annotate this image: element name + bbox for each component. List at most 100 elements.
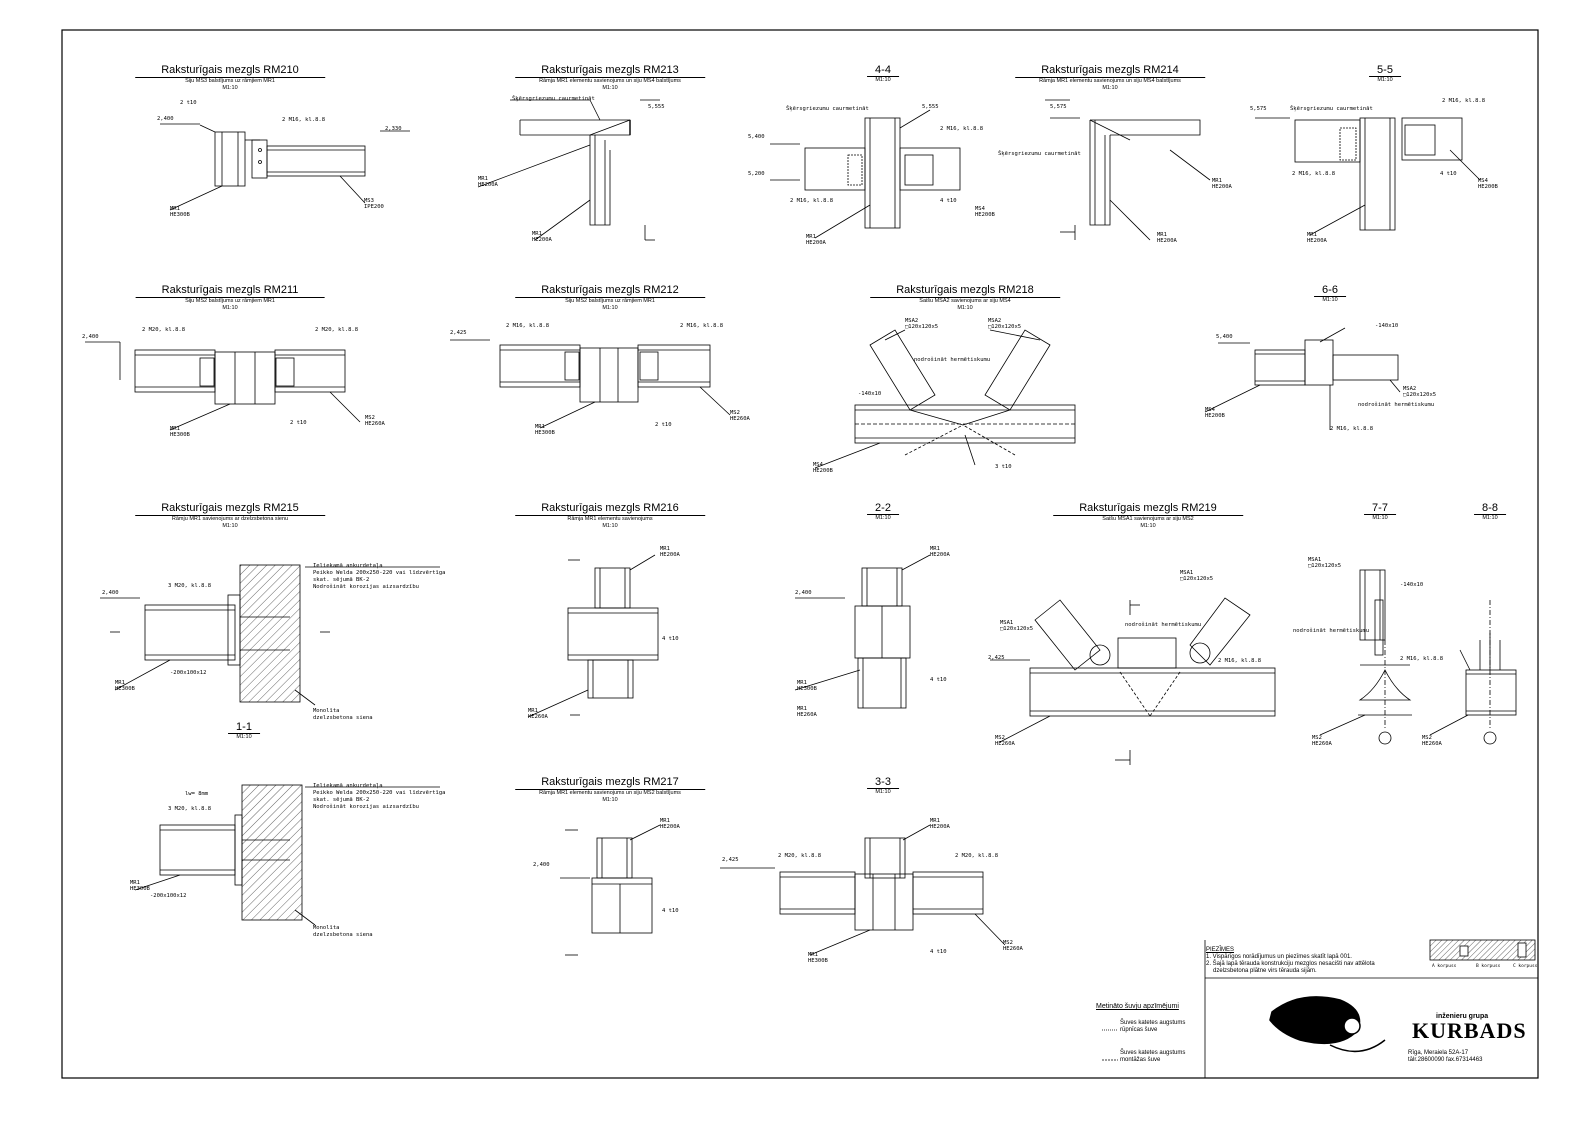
- weld-label: 2 t10: [290, 420, 307, 426]
- elev-label: 2,425: [988, 655, 1005, 661]
- elev-label: 2,400: [533, 862, 550, 868]
- note-label: Šķērsgriezumu caurmetināt: [998, 151, 1081, 157]
- member-label: MS2 HE260A: [1422, 735, 1442, 747]
- elev-label: 2,400: [795, 590, 812, 596]
- plate-label: -140x10: [1375, 323, 1399, 329]
- note-3: dzelzsbetona plātne virs tērauda sijām.: [1213, 968, 1317, 974]
- weld-label: 3 t10: [995, 464, 1012, 470]
- bolt-label: 2 M16, kl.8.8: [940, 126, 984, 132]
- phone-line: tālr.28600090 fax.67314463: [1408, 1057, 1483, 1063]
- elev-label: 5,575: [1050, 104, 1067, 110]
- weld-label: 4 t10: [1440, 171, 1457, 177]
- elev-label: 2,400: [157, 116, 174, 122]
- bolt-label: 3 M20, kl.8.8: [168, 583, 212, 589]
- legend-line-2a: Šuves katetes augstums: [1120, 1050, 1186, 1056]
- elev-label: 5,400: [748, 134, 765, 140]
- detail-section-6-6: [1204, 327, 1401, 430]
- bolt-label: 2 M20, kl.8.8: [142, 327, 186, 333]
- member-label: MR1 HE200A: [1307, 232, 1327, 244]
- member-label: MR1 HE300B: [170, 426, 190, 438]
- member-label: MSA1 □120x120x5: [1308, 557, 1342, 569]
- member-label: MR1 HE200A: [1157, 232, 1177, 244]
- company-name: KURBADS: [1412, 1018, 1527, 1043]
- weld-label: 2 t10: [655, 422, 672, 428]
- anchor-label: Ieliekamā ankurdetaļa: [313, 563, 383, 569]
- plate-label: -200x100x12: [150, 893, 187, 899]
- company-logo-mark: [1269, 996, 1386, 1053]
- member-label: MR1 HE200A: [532, 231, 552, 243]
- wall-label: Monolīta: [313, 708, 340, 714]
- member-label: MR1 HE300B: [170, 206, 190, 218]
- note-1: 1. Vispārīgos norādījumus un piezīmes sk…: [1206, 954, 1352, 960]
- member-label: MR1 HE200A: [1212, 178, 1232, 190]
- detail-rm219: [990, 597, 1276, 765]
- legend-title: Metināto šuvju apzīmējumi: [1096, 1003, 1179, 1010]
- member-label: MR1 HE200A: [478, 176, 498, 188]
- plate-label: -140x10: [1400, 582, 1424, 588]
- bolt-label: 2 M20, kl.8.8: [955, 853, 999, 859]
- member-label: MR1 HE260A: [528, 708, 548, 720]
- weld-label: 4 t10: [662, 908, 679, 914]
- bolt-label: 2 M20, kl.8.8: [778, 853, 822, 859]
- keyplan-label-a: A korpuss: [1432, 964, 1457, 969]
- detail-rm215: [100, 564, 440, 706]
- weld-label: 4 t10: [662, 636, 679, 642]
- wall-label: dzelzsbetona siena: [313, 715, 373, 721]
- plate-label: -200x100x12: [170, 670, 207, 676]
- member-label: MR1 HE300B: [130, 880, 150, 892]
- member-label: MR1 HE300B: [797, 680, 817, 692]
- weld-legend: Metināto šuvju apzīmējumi Šuves katetes …: [1096, 1003, 1185, 1063]
- weld-label: 4 t10: [940, 198, 957, 204]
- note-label: Šķērsgriezumu caurmetināt: [786, 106, 869, 112]
- elev-label: 2,425: [722, 857, 739, 863]
- member-label: MR1 HE260A: [797, 706, 817, 718]
- member-label: MR1 HE300B: [808, 952, 828, 964]
- member-label: MR1 HE200A: [930, 546, 950, 558]
- company-address: Rīga, Meraiela 52A-17 tālr.28600090 fax.…: [1408, 1050, 1482, 1064]
- legend-line-2b: montāžas šuve: [1120, 1057, 1161, 1063]
- bolt-label: 2 M16, kl.8.8: [680, 323, 724, 329]
- note-label: lw= 8mm: [185, 791, 209, 797]
- anchor-label: skat. sējumā BK-2: [313, 797, 370, 803]
- member-label: MR1 HE200A: [660, 546, 680, 558]
- member-label: MS2 HE260A: [1312, 735, 1332, 747]
- company-tagline: inženieru grupa: [1436, 1013, 1489, 1020]
- member-label: MS2 HE260A: [365, 415, 385, 427]
- legend-line-1b: rūpnīcas šuve: [1120, 1027, 1158, 1033]
- weld-legend-symbols: [1102, 1029, 1118, 1061]
- bolt-label: 3 M20, kl.8.8: [168, 806, 212, 812]
- member-label: MR1 HE200A: [660, 818, 680, 830]
- note-label: nodrošināt hermētiskumu: [1293, 628, 1370, 634]
- member-label: MSA2 □120x120x5: [1403, 386, 1437, 398]
- member-label: MS4 HE200B: [813, 462, 833, 474]
- detail-section-8-8: [1429, 600, 1517, 745]
- wall-label: Monolīta: [313, 925, 340, 931]
- detail-rm216: [527, 554, 659, 718]
- detail-rm214: [1045, 99, 1211, 241]
- bolt-label: 2 M16, kl.8.8: [1330, 426, 1374, 432]
- sheet-frame: [61, 29, 1539, 1079]
- member-label: MS4 HE200B: [1205, 407, 1225, 419]
- detail-section-3-3: [720, 824, 1006, 956]
- keyplan-label-b: B korpuss: [1476, 964, 1501, 969]
- bolt-label: 2 M16, kl.8.8: [506, 323, 550, 329]
- detail-rm212: [450, 339, 731, 429]
- legend-line-1a: Šuves katetes augstums: [1120, 1020, 1186, 1026]
- member-label: MR1 HE300B: [535, 424, 555, 436]
- elev-label: 5,555: [648, 104, 665, 110]
- note-label: Šķērsgriezumu caurmetināt: [1290, 106, 1373, 112]
- bolt-label: 2 M16, kl.8.8: [282, 117, 326, 123]
